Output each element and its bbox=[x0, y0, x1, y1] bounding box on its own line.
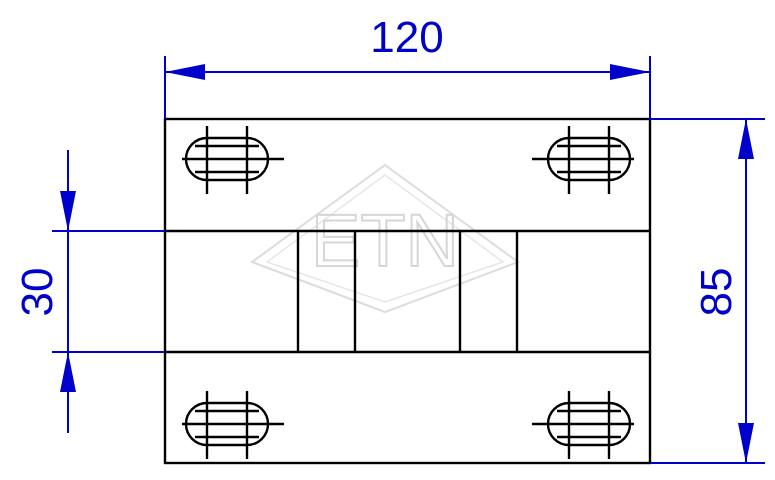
width-arrow-right bbox=[610, 64, 650, 80]
width-arrow-left bbox=[165, 64, 205, 80]
slot-height-label: 30 bbox=[13, 268, 62, 317]
base-plate bbox=[163, 117, 652, 465]
height-label: 85 bbox=[692, 268, 741, 317]
height-arrow-bottom bbox=[738, 423, 754, 463]
height-dimension: 85 bbox=[650, 118, 765, 464]
watermark-text: ETN bbox=[311, 199, 459, 282]
width-label: 120 bbox=[370, 13, 443, 62]
watermark-logo: ETN bbox=[249, 163, 521, 314]
mounting-slot-bottom-left bbox=[182, 391, 284, 459]
mounting-slot-top-right bbox=[532, 126, 634, 194]
slot-height-dimension: 30 bbox=[13, 150, 165, 433]
width-dimension: 120 bbox=[164, 13, 651, 119]
slot-arrow-top bbox=[60, 191, 76, 231]
plate-outline bbox=[163, 117, 652, 465]
height-arrow-top bbox=[738, 119, 754, 159]
mounting-slot-top-left bbox=[182, 126, 284, 194]
slot-arrow-bottom bbox=[60, 352, 76, 392]
mounting-slot-bottom-right bbox=[532, 391, 634, 459]
